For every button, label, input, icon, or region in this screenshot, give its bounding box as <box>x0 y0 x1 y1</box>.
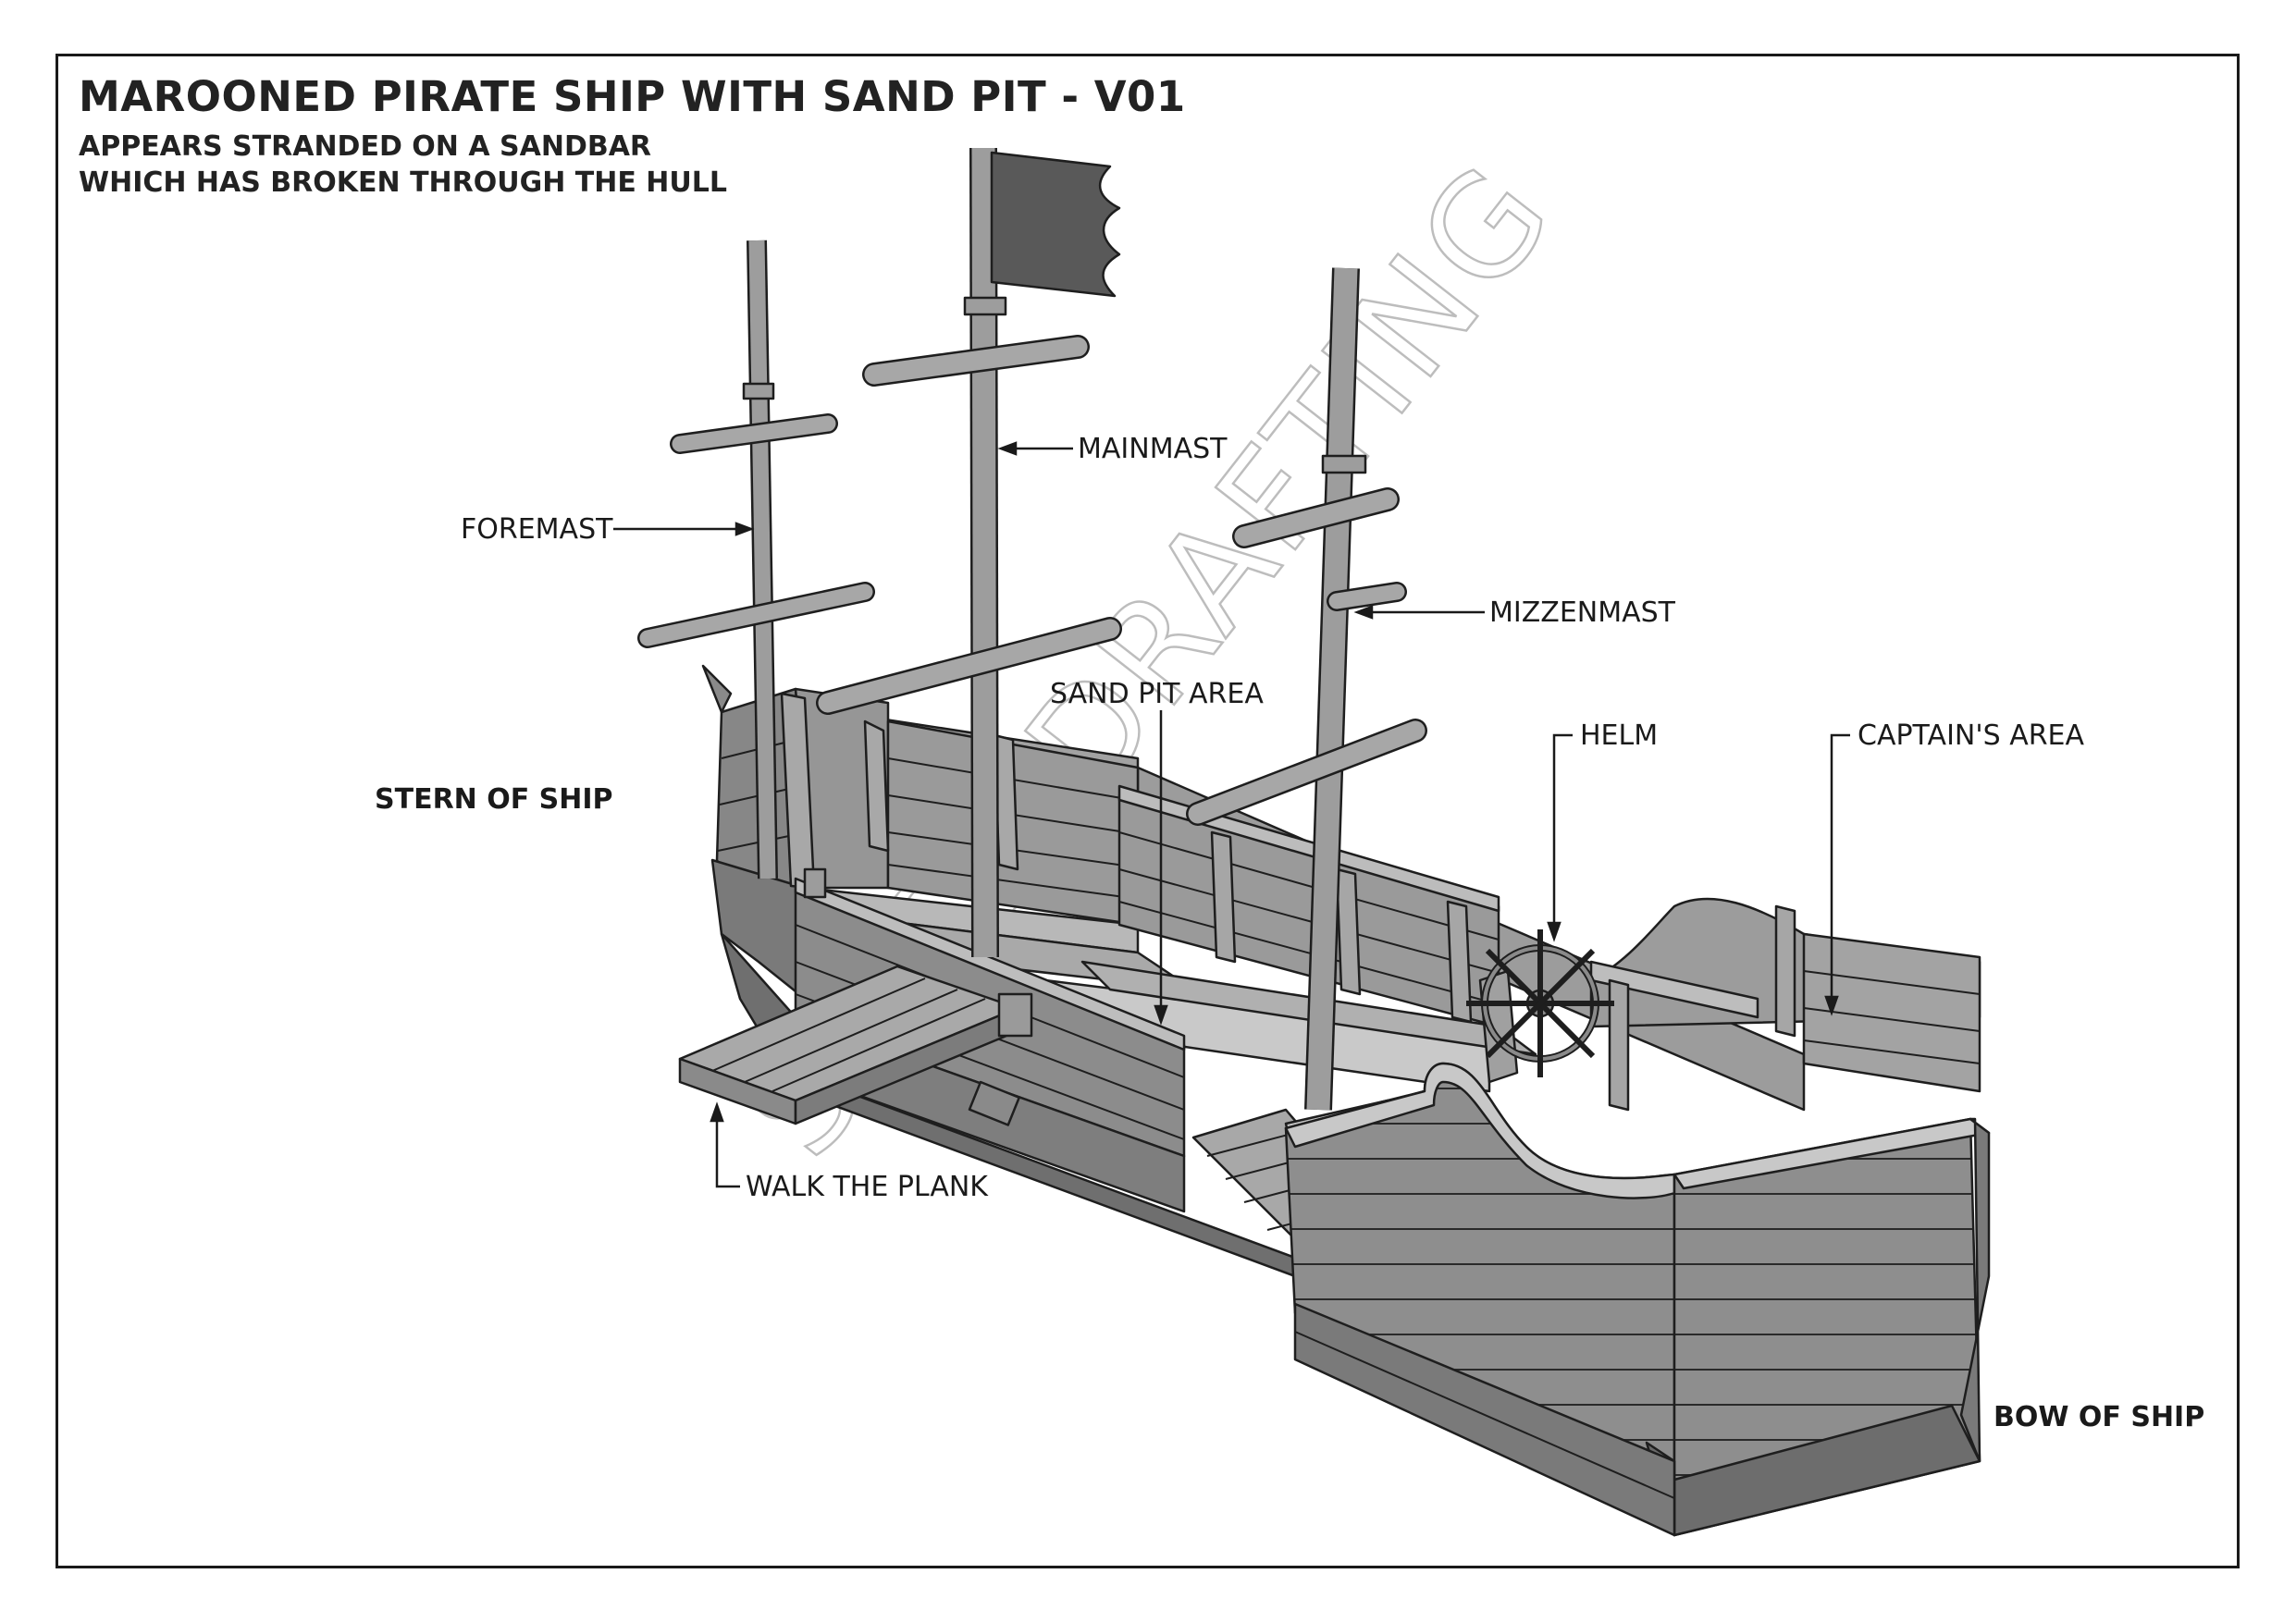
label-stern: STERN OF SHIP <box>375 783 613 816</box>
helm-wheel <box>1466 929 1614 1084</box>
label-mainmast: MAINMAST <box>1078 433 1228 465</box>
walk-the-plank <box>678 965 1033 1125</box>
label-helm: HELM <box>1580 719 1658 752</box>
label-mizzenmast: MIZZENMAST <box>1489 596 1676 629</box>
label-sand-pit: SAND PIT AREA <box>1050 678 1264 710</box>
stern-castle <box>701 664 1140 1001</box>
label-bow: BOW OF SHIP <box>1994 1401 2205 1433</box>
page-title: MAROONED PIRATE SHIP WITH SAND PIT - V01 <box>79 72 1186 121</box>
mizzenmast <box>1186 267 1427 1111</box>
bow-section <box>1284 897 1991 1537</box>
subtitle-line-1: APPEARS STRANDED ON A SANDBAR <box>79 130 652 163</box>
subtitle-line-2: WHICH HAS BROKEN THROUGH THE HULL <box>79 166 727 199</box>
foremast <box>637 240 875 879</box>
mainmast <box>816 147 1122 958</box>
label-walk-the-plank: WALK THE PLANK <box>746 1171 989 1203</box>
label-foremast: FOREMAST <box>461 513 613 546</box>
callout-lines <box>613 441 1850 1188</box>
drawing-border <box>56 54 2240 1568</box>
label-captains-area: CAPTAIN'S AREA <box>1858 719 2085 752</box>
